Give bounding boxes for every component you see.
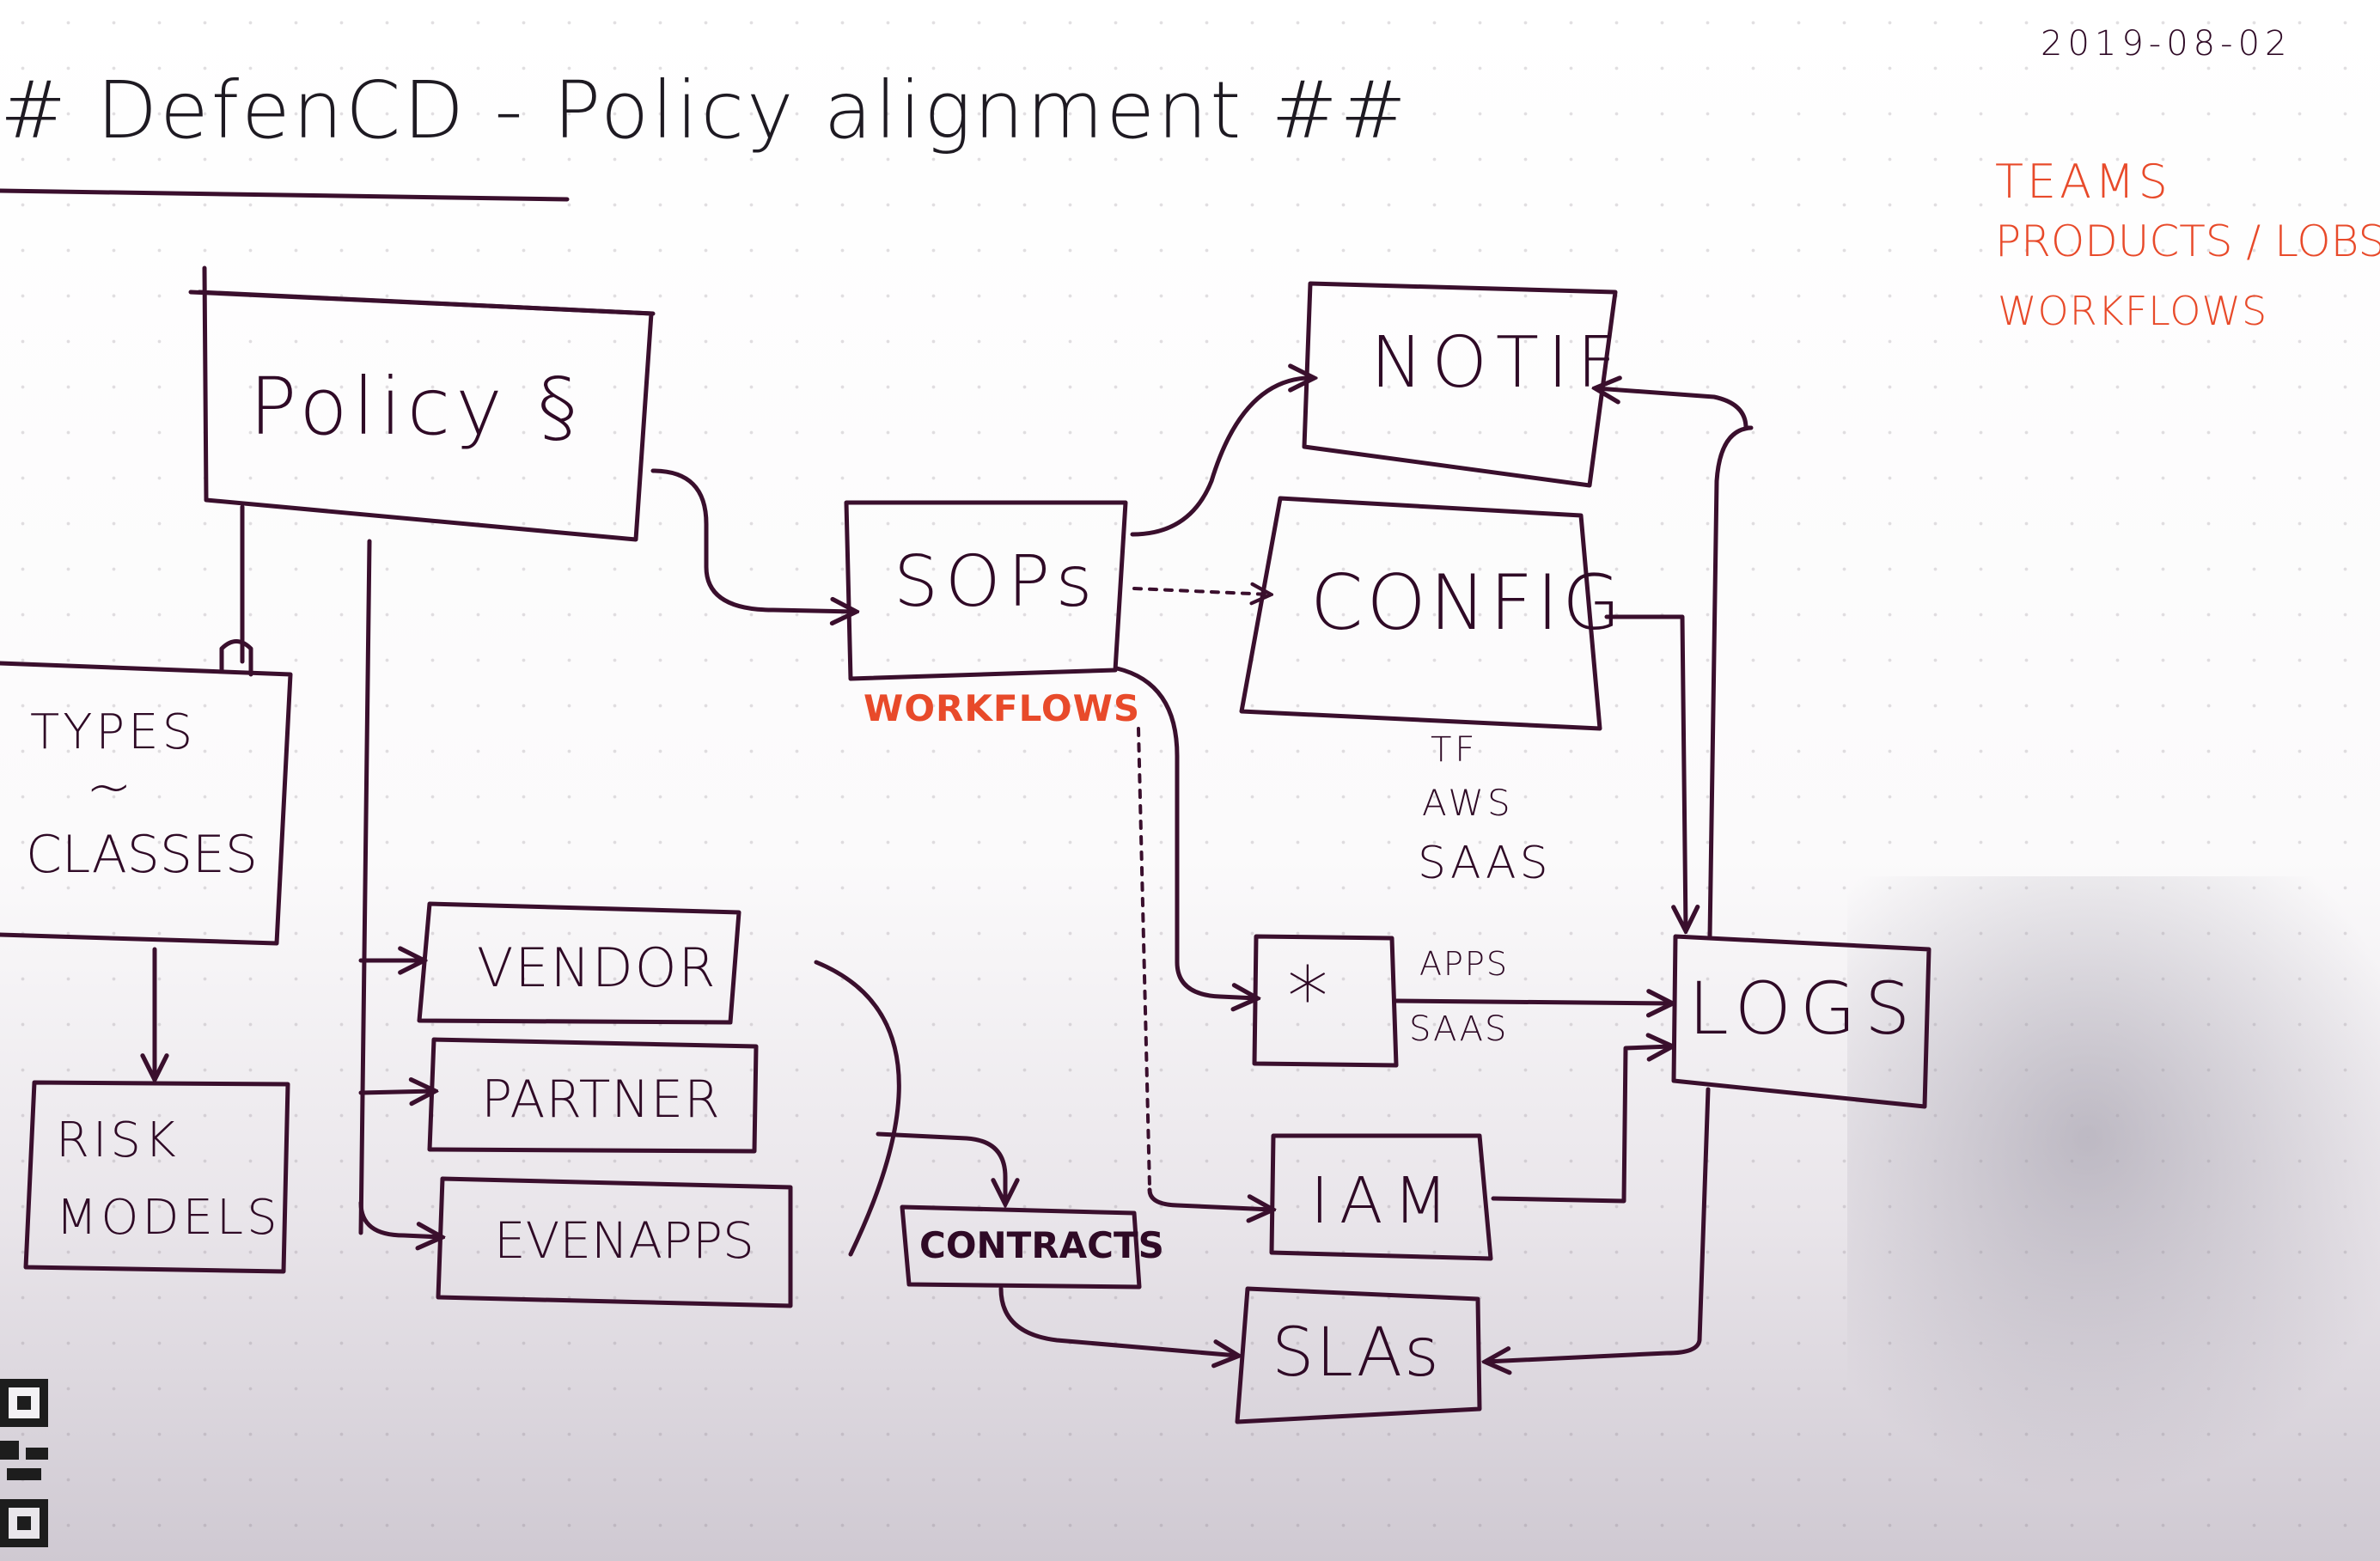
types-box (0, 661, 293, 946)
vendor-label: VENDOR (477, 936, 717, 999)
spine-to-even-apps-arrow (358, 1200, 441, 1237)
classes-label: CLASSES (26, 825, 258, 885)
star-to-logs-arrow (1394, 1001, 1671, 1003)
tilde-label: ~ (86, 756, 136, 820)
date-label: 2019-08-02 (2041, 24, 2292, 64)
contracts-box (900, 1204, 1142, 1290)
logs-label: LOGS (1688, 966, 1919, 1051)
iam-to-logs-arrow (1491, 1046, 1671, 1204)
logs-box (1671, 934, 1931, 1109)
star-note-saas: SAAS (1409, 1009, 1509, 1049)
vendor-box (417, 901, 741, 1025)
policy-label: Policy § (249, 361, 583, 453)
legend-teams: TEAMS (1995, 155, 2171, 209)
qr-code (0, 1379, 52, 1561)
config-note-saas: SAAS (1418, 838, 1552, 889)
legend-products: PRODUCTS / LOBS (1995, 216, 2380, 266)
logs-to-notif-arrow (1596, 388, 1754, 939)
config-note-aws: AWS (1422, 782, 1514, 824)
policy-to-sops-arrow (650, 468, 855, 612)
even-apps-box (436, 1176, 793, 1308)
config-note-tf: TF (1431, 730, 1479, 770)
spine-to-partner-arrow (358, 1091, 434, 1093)
workflows-note: WORKFLOWS (864, 687, 1141, 729)
iam-label: IAM (1310, 1164, 1459, 1238)
risk-label: RISK (56, 1113, 180, 1168)
partner-label: PARTNER (481, 1070, 721, 1130)
shadow (1847, 876, 2380, 1529)
models-label: MODELS (56, 1190, 281, 1246)
sops-label: SOPs (894, 541, 1100, 623)
risk-box (23, 1080, 290, 1274)
contracts-label: CONTRACTS (919, 1224, 1164, 1266)
notif-box (1302, 281, 1618, 488)
legend-workflows: WORKFLOWS (1998, 288, 2268, 334)
partner-box (427, 1037, 759, 1154)
sops-to-star-arrow (1114, 666, 1256, 998)
sops-to-iam-arrow-head (1147, 1187, 1272, 1210)
page-title: # DefenCD - Policy alignment ## (0, 64, 1409, 156)
config-box (1239, 496, 1602, 731)
contracts-to-slas-arrow (998, 1286, 1237, 1356)
lock-shape (219, 639, 253, 677)
sops-to-iam-arrow (1137, 727, 1151, 1189)
title-underline (0, 188, 570, 202)
sops-to-config-arrow (1132, 588, 1270, 595)
config-label: CONFIG (1310, 558, 1625, 647)
star-note-apps: APPS (1419, 945, 1509, 983)
sops-to-notif-arrow (1130, 378, 1313, 537)
notif-label: NOTIF (1370, 322, 1626, 404)
slas-box (1235, 1286, 1482, 1424)
config-to-logs-arrow (1604, 614, 1686, 930)
star-label: * (1287, 949, 1332, 1046)
even-apps-label: EVENAPPS (494, 1211, 754, 1270)
policy-spine-line (358, 539, 372, 1235)
bracket-to-contracts-arrow (876, 1131, 1005, 1203)
star-box (1252, 934, 1399, 1068)
policy-box-corner (188, 290, 656, 316)
logs-to-slas-arrow (1486, 1087, 1711, 1362)
slas-label: SLAs (1272, 1314, 1441, 1392)
group-bracket (814, 960, 901, 1257)
types-label: TYPES (30, 704, 197, 760)
